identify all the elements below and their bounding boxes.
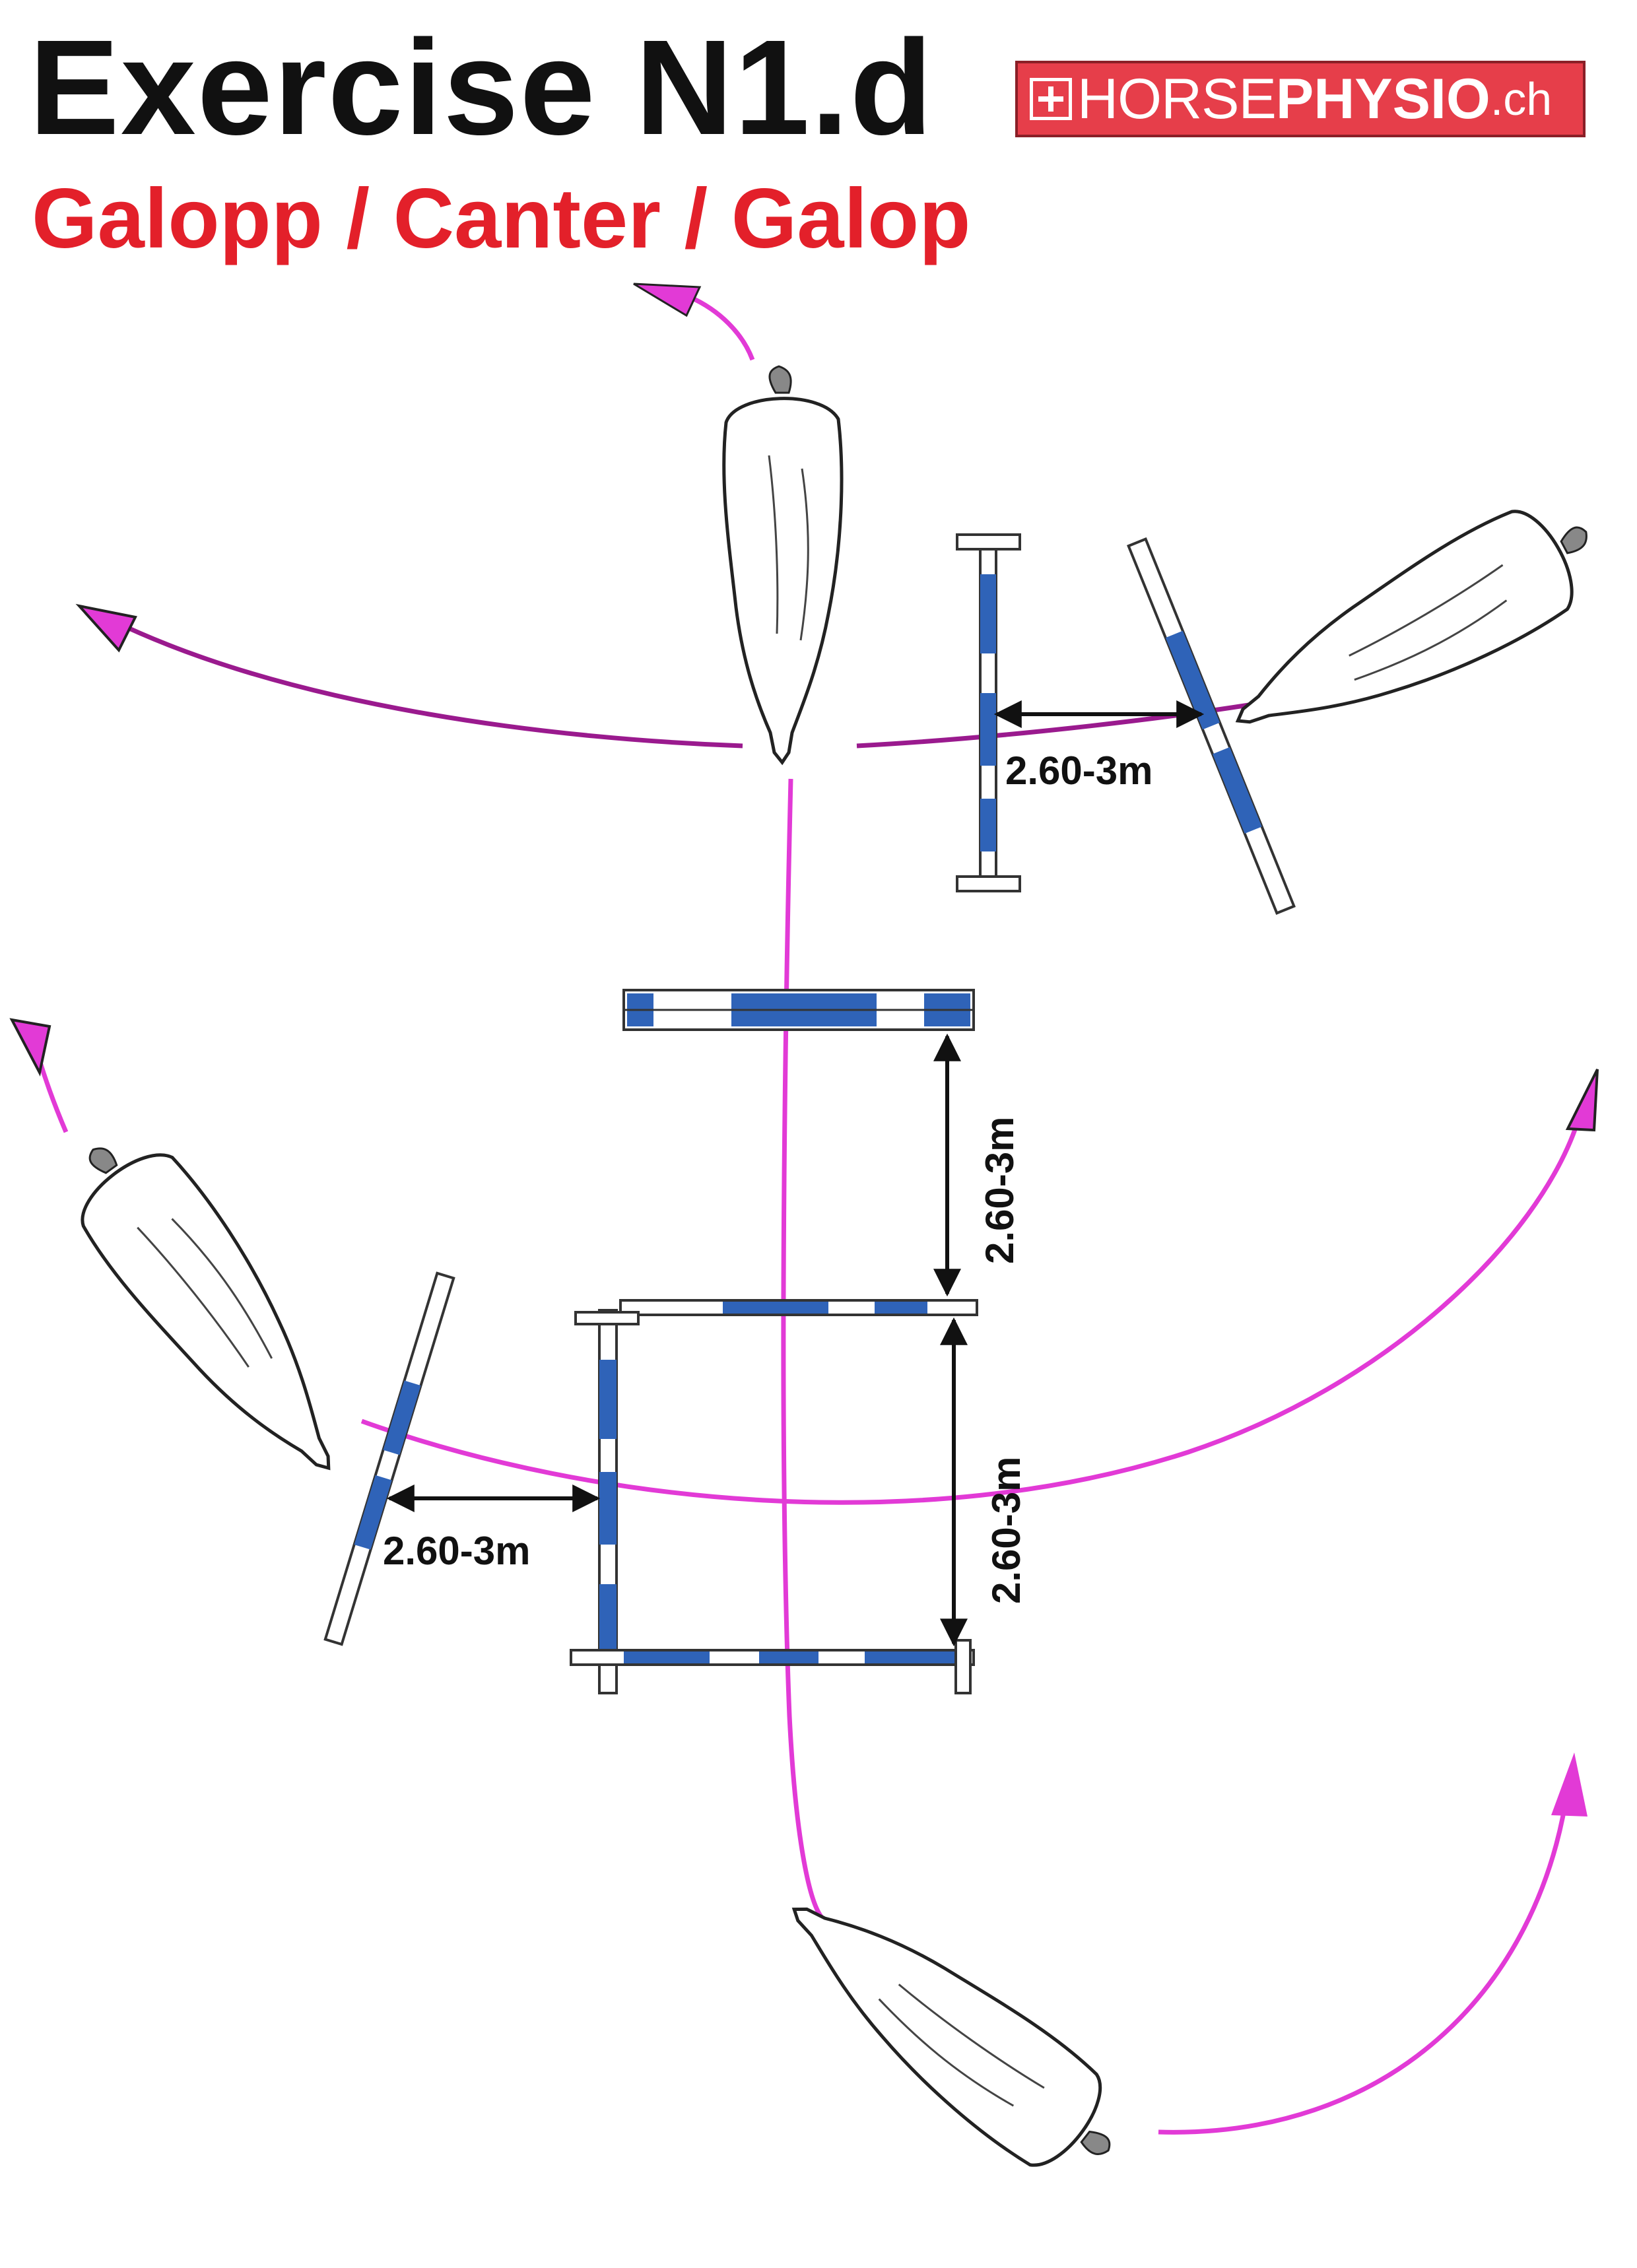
path-top-right: [856, 702, 1250, 749]
ground-pole-icon-center-middle: [619, 1299, 978, 1316]
distance-label-center-upper: 2.60-3m: [978, 1117, 1022, 1264]
ground-pole-icon-center-left: [574, 1309, 640, 1694]
horse-top-view-icon-bottom: [791, 1907, 1111, 2167]
ground-pole-icon-center-bottom: [570, 1639, 975, 1694]
path-left-horse: [36, 1055, 69, 1133]
path-vertical: [781, 778, 824, 1919]
gait-subtitle: Galopp / Canter / Galop: [32, 172, 971, 266]
arrowhead-icon-bottom-right: [1551, 1752, 1587, 1817]
exercise-title: Exercise N1.d: [29, 12, 934, 163]
ground-pole-icon-top-diagonal: [1127, 537, 1296, 916]
ground-pole-icon-left-diagonal: [323, 1271, 455, 1646]
arrowhead-icon-top-center: [633, 283, 702, 317]
arrowhead-icon-right-arc: [1565, 1069, 1599, 1132]
path-top-left: [111, 618, 743, 749]
distance-label-center-lower: 2.60-3m: [984, 1457, 1028, 1604]
distance-label-left: 2.60-3m: [383, 1529, 530, 1573]
path-middle-arc: [360, 1121, 1580, 1505]
logo-text-domain: .ch: [1490, 73, 1553, 125]
arrowhead-icon-top-left: [75, 603, 137, 653]
swiss-cross-icon: [1030, 78, 1072, 120]
horse-top-view-icon-left: [81, 1147, 331, 1471]
logo-text-physio: PHYSIO: [1275, 67, 1490, 131]
ground-pole-icon-top-vertical: [956, 533, 1021, 892]
horsephysio-logo: HORSE PHYSIO .ch: [1015, 61, 1586, 137]
logo-text-horse: HORSE: [1077, 67, 1277, 131]
arrowhead-icon-left: [9, 1018, 51, 1077]
ground-pole-icon-center-top: [622, 989, 975, 1031]
path-bottom-right: [1158, 1788, 1570, 2135]
horse-top-view-icon-top-center: [722, 365, 844, 766]
horse-top-view-icon-top-right: [1235, 510, 1587, 724]
path-top-center: [688, 294, 755, 361]
distance-label-top: 2.60-3m: [1005, 749, 1153, 793]
